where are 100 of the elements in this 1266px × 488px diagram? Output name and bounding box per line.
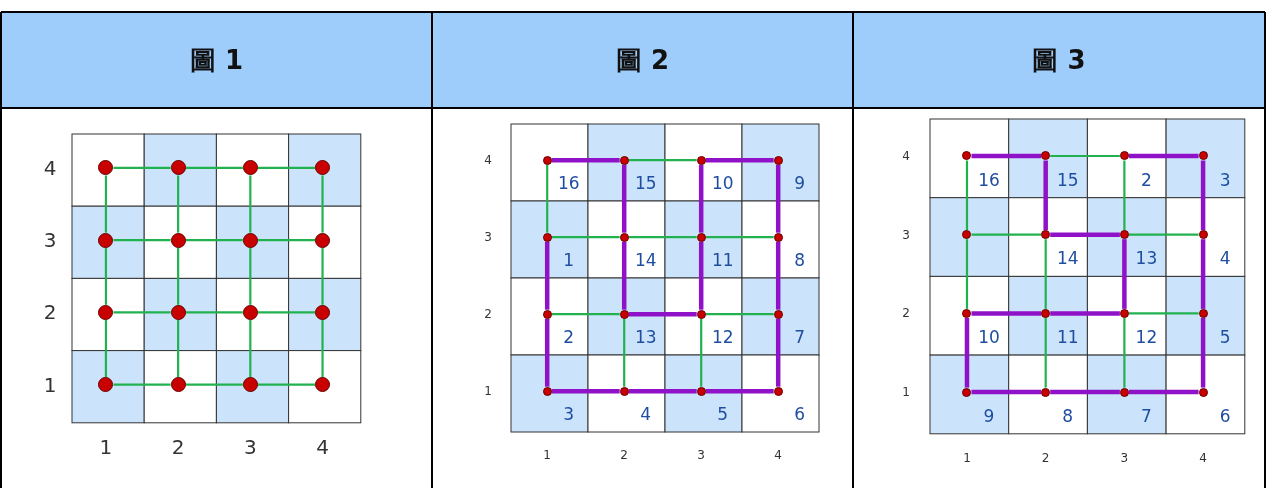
axis-label: 3 <box>697 449 705 461</box>
vertex-dot <box>773 309 783 319</box>
connector-line <box>113 383 171 386</box>
cell-number: 11 <box>1056 328 1079 346</box>
vertex-dot <box>696 155 706 165</box>
connector-line <box>257 383 316 386</box>
connector-line <box>698 164 704 233</box>
vertex-dot <box>1119 387 1129 397</box>
connector-line <box>544 241 550 310</box>
vertex-dot <box>542 155 552 165</box>
vertex-dot <box>1041 151 1051 161</box>
connector-line <box>249 175 252 233</box>
connector-line <box>971 233 1042 236</box>
cell-number: 9 <box>983 407 995 425</box>
axis-label: 4 <box>484 154 492 167</box>
connector-line <box>185 311 243 314</box>
connector-line <box>1200 239 1206 309</box>
connector-line <box>104 319 108 378</box>
vertex-dot <box>619 232 629 242</box>
cell-number: 4 <box>1219 249 1231 267</box>
axis-label: 1 <box>902 386 910 399</box>
vertex-dot <box>1198 230 1208 240</box>
connector-line <box>1044 239 1047 309</box>
vertex-dot <box>1198 308 1208 318</box>
vertex-dot <box>1041 387 1051 397</box>
cell-number: 12 <box>1135 328 1158 346</box>
cell-number: 15 <box>634 174 657 192</box>
axis-label: 4 <box>1199 452 1207 464</box>
cell-number: 11 <box>711 251 734 269</box>
connector-line <box>628 159 697 162</box>
connector-line <box>551 236 620 239</box>
connector-line <box>249 319 252 378</box>
axis-label: 4 <box>43 157 57 178</box>
cell-number: 3 <box>563 405 575 423</box>
vertex-dot <box>962 151 972 161</box>
axis-label: 3 <box>1120 452 1129 464</box>
connector-line <box>551 388 620 394</box>
cell-number: 1 <box>563 251 575 269</box>
vertex-dot <box>542 386 552 396</box>
connector-line <box>705 313 774 316</box>
connector-line <box>705 236 774 239</box>
vertex-dot <box>619 386 629 396</box>
connector-line <box>546 164 549 233</box>
vertex-dot <box>962 230 972 240</box>
table-header: 圖 2 <box>433 13 852 107</box>
cell-number: 7 <box>794 328 806 346</box>
connector-line <box>1128 312 1199 315</box>
cell-number: 14 <box>634 251 657 269</box>
connector-line <box>1044 317 1047 388</box>
cell-number: 7 <box>1141 407 1152 425</box>
connector-line <box>113 166 171 170</box>
connector-line <box>185 383 243 386</box>
connector-line <box>1043 160 1048 231</box>
axis-label: 3 <box>484 231 492 244</box>
connector-line <box>544 318 550 387</box>
vertex-dot <box>773 155 783 165</box>
connector-line <box>964 317 970 388</box>
connector-line <box>185 166 243 170</box>
cell-number: 8 <box>794 251 806 269</box>
cell-number: 8 <box>1062 407 1074 425</box>
cell-number: 5 <box>1219 328 1231 346</box>
connector-line <box>1128 389 1199 395</box>
cell-number: 13 <box>1135 249 1158 267</box>
connector-line <box>775 318 781 387</box>
connector-line <box>971 311 1042 316</box>
connector-line <box>621 241 627 310</box>
axis-label: 2 <box>43 302 57 323</box>
axis-label: 4 <box>774 449 782 461</box>
connector-line <box>177 319 180 378</box>
cell-number: 3 <box>1219 171 1231 189</box>
connector-line <box>628 236 697 239</box>
cell-number: 10 <box>978 328 1000 346</box>
vertex-dot <box>962 308 972 318</box>
cell-number: 2 <box>1141 171 1152 189</box>
vertex-dot <box>696 386 706 396</box>
connector-line <box>775 164 781 233</box>
cell-number: 10 <box>711 174 734 192</box>
connector-line <box>1200 160 1206 231</box>
connector-line <box>623 318 626 387</box>
axis-label: 3 <box>902 228 910 241</box>
vertex-dot <box>1119 230 1129 240</box>
connector-line <box>257 239 316 242</box>
cell-number: 16 <box>978 171 1000 189</box>
vertex-dot <box>542 309 552 319</box>
axis-label: 1 <box>484 385 492 398</box>
connector-line <box>705 157 774 163</box>
connector-line <box>1050 389 1120 395</box>
vertex-dot <box>962 387 972 397</box>
cell-number: 12 <box>711 328 734 346</box>
connector-line <box>965 160 969 231</box>
axis-label: 3 <box>243 437 257 457</box>
cell-number: 9 <box>794 174 806 192</box>
axis-label: 4 <box>316 437 329 457</box>
connector-line <box>249 247 252 305</box>
connector-line <box>1050 232 1120 237</box>
connector-line <box>104 175 108 233</box>
connector-line <box>1123 160 1126 231</box>
vertex-dot <box>619 155 629 165</box>
connector-line <box>551 313 620 316</box>
connector-line <box>257 311 316 314</box>
